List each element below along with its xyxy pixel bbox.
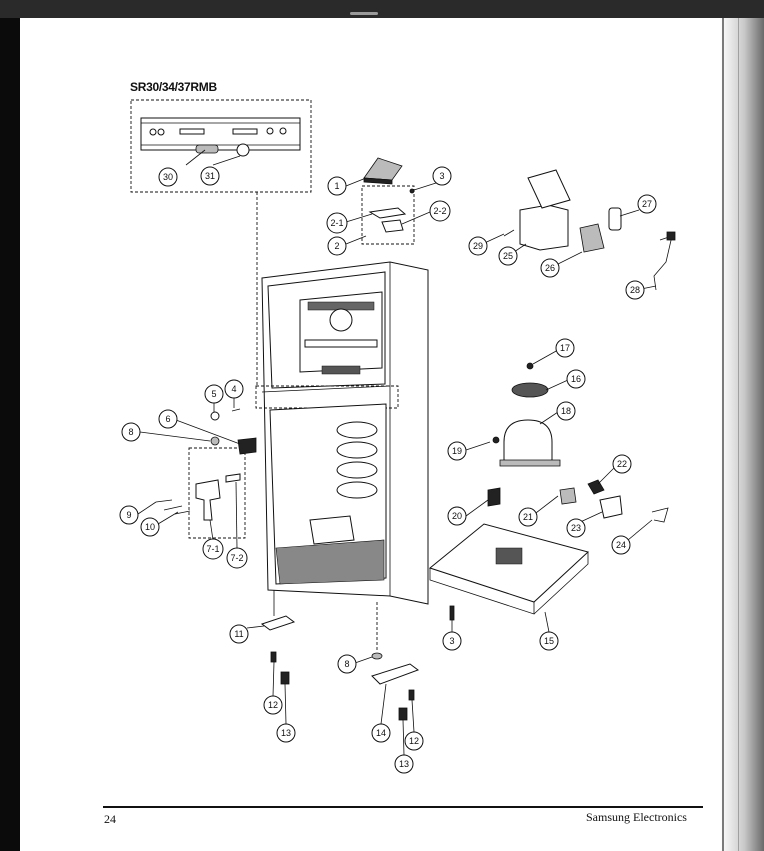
control-box-parts [503, 169, 676, 291]
callout-label: 26 [545, 263, 555, 273]
callout-11: 11 [229, 624, 249, 644]
callout-label: 19 [452, 446, 462, 456]
callout-21: 21 [518, 507, 538, 527]
callout-7-2: 7-2 [226, 547, 248, 569]
callout-20: 20 [447, 506, 467, 526]
callout-label: 6 [165, 414, 170, 424]
callout-label: 13 [399, 759, 409, 769]
page-number: 24 [104, 812, 116, 826]
callout-2: 2 [327, 236, 347, 256]
callout-label: 21 [523, 512, 533, 522]
callout-label: 2-2 [433, 206, 446, 216]
footer-brand: Samsung Electronics [586, 810, 687, 824]
callout-22: 22 [612, 454, 632, 474]
callout-10: 10 [140, 517, 160, 537]
callout-label: 17 [560, 343, 570, 353]
callout-12-right: 12 [404, 731, 424, 751]
callout-label: 7-1 [206, 544, 219, 554]
callout-label: 7-2 [230, 553, 243, 563]
callout-9: 9 [119, 505, 139, 525]
footer-rule [103, 806, 703, 808]
callout-26: 26 [540, 258, 560, 278]
callout-8-bottom: 8 [337, 654, 357, 674]
callout-23: 23 [566, 518, 586, 538]
page-right-shadow [720, 18, 764, 851]
callout-label: 15 [544, 636, 554, 646]
callout-4: 4 [224, 379, 244, 399]
callout-label: 3 [439, 171, 444, 181]
callout-label: 5 [211, 389, 216, 399]
callout-label: 28 [630, 285, 640, 295]
model-number-heading: SR30/34/37RMB [130, 80, 217, 94]
callout-label: 1 [334, 181, 339, 191]
callout-2-1: 2-1 [326, 212, 348, 234]
callout-label: 2-1 [330, 218, 343, 228]
inset-panel [140, 117, 301, 157]
callout-label: 11 [234, 629, 243, 639]
callout-8-mid: 8 [121, 422, 141, 442]
callout-27: 27 [637, 194, 657, 214]
model-inset-box [130, 99, 312, 193]
callout-label: 18 [561, 406, 571, 416]
callout-13-right: 13 [394, 754, 414, 774]
callout-29: 29 [468, 236, 488, 256]
page-right-border [722, 18, 724, 851]
drag-handle[interactable] [350, 12, 378, 15]
callout-24: 24 [611, 535, 631, 555]
refrigerator-body [255, 261, 429, 605]
callout-13-left: 13 [276, 723, 296, 743]
machine-base-plate [428, 523, 590, 615]
callout-15: 15 [539, 631, 559, 651]
callout-12-left: 12 [263, 695, 283, 715]
callout-18: 18 [556, 401, 576, 421]
compressor-assembly [487, 362, 669, 523]
callout-label: 23 [571, 523, 581, 533]
callout-5: 5 [204, 384, 224, 404]
callout-28: 28 [625, 280, 645, 300]
callout-label: 12 [409, 736, 419, 746]
callout-19: 19 [447, 441, 467, 461]
callout-label: 8 [128, 427, 133, 437]
callout-label: 12 [268, 700, 278, 710]
callout-3-top: 3 [432, 166, 452, 186]
callout-label: 31 [205, 171, 215, 181]
callout-label: 27 [642, 199, 652, 209]
callout-label: 20 [452, 511, 462, 521]
callout-label: 4 [231, 384, 236, 394]
callout-label: 29 [473, 241, 483, 251]
callout-label: 25 [503, 251, 513, 261]
callout-label: 10 [145, 522, 155, 532]
viewer-top-bar [0, 0, 764, 18]
callout-17: 17 [555, 338, 575, 358]
page-binding-edge [0, 18, 20, 851]
callout-3-bottom: 3 [442, 631, 462, 651]
callout-label: 13 [281, 728, 291, 738]
callout-25: 25 [498, 246, 518, 266]
callout-31: 31 [200, 166, 220, 186]
callout-6: 6 [158, 409, 178, 429]
page-right-border-inner [738, 18, 739, 851]
callout-1: 1 [327, 176, 347, 196]
callout-2-2: 2-2 [429, 200, 451, 222]
callout-label: 24 [616, 540, 626, 550]
callout-14: 14 [371, 723, 391, 743]
callout-16: 16 [566, 369, 586, 389]
callout-label: 22 [617, 459, 627, 469]
callout-label: 2 [334, 241, 339, 251]
callout-label: 3 [449, 636, 454, 646]
callout-7-1: 7-1 [202, 538, 224, 560]
callout-label: 9 [126, 510, 131, 520]
callout-30: 30 [158, 167, 178, 187]
callout-label: 8 [344, 659, 349, 669]
callout-label: 14 [376, 728, 386, 738]
top-hinge-cover [363, 157, 403, 185]
callout-label: 30 [163, 172, 173, 182]
callout-label: 16 [571, 374, 581, 384]
